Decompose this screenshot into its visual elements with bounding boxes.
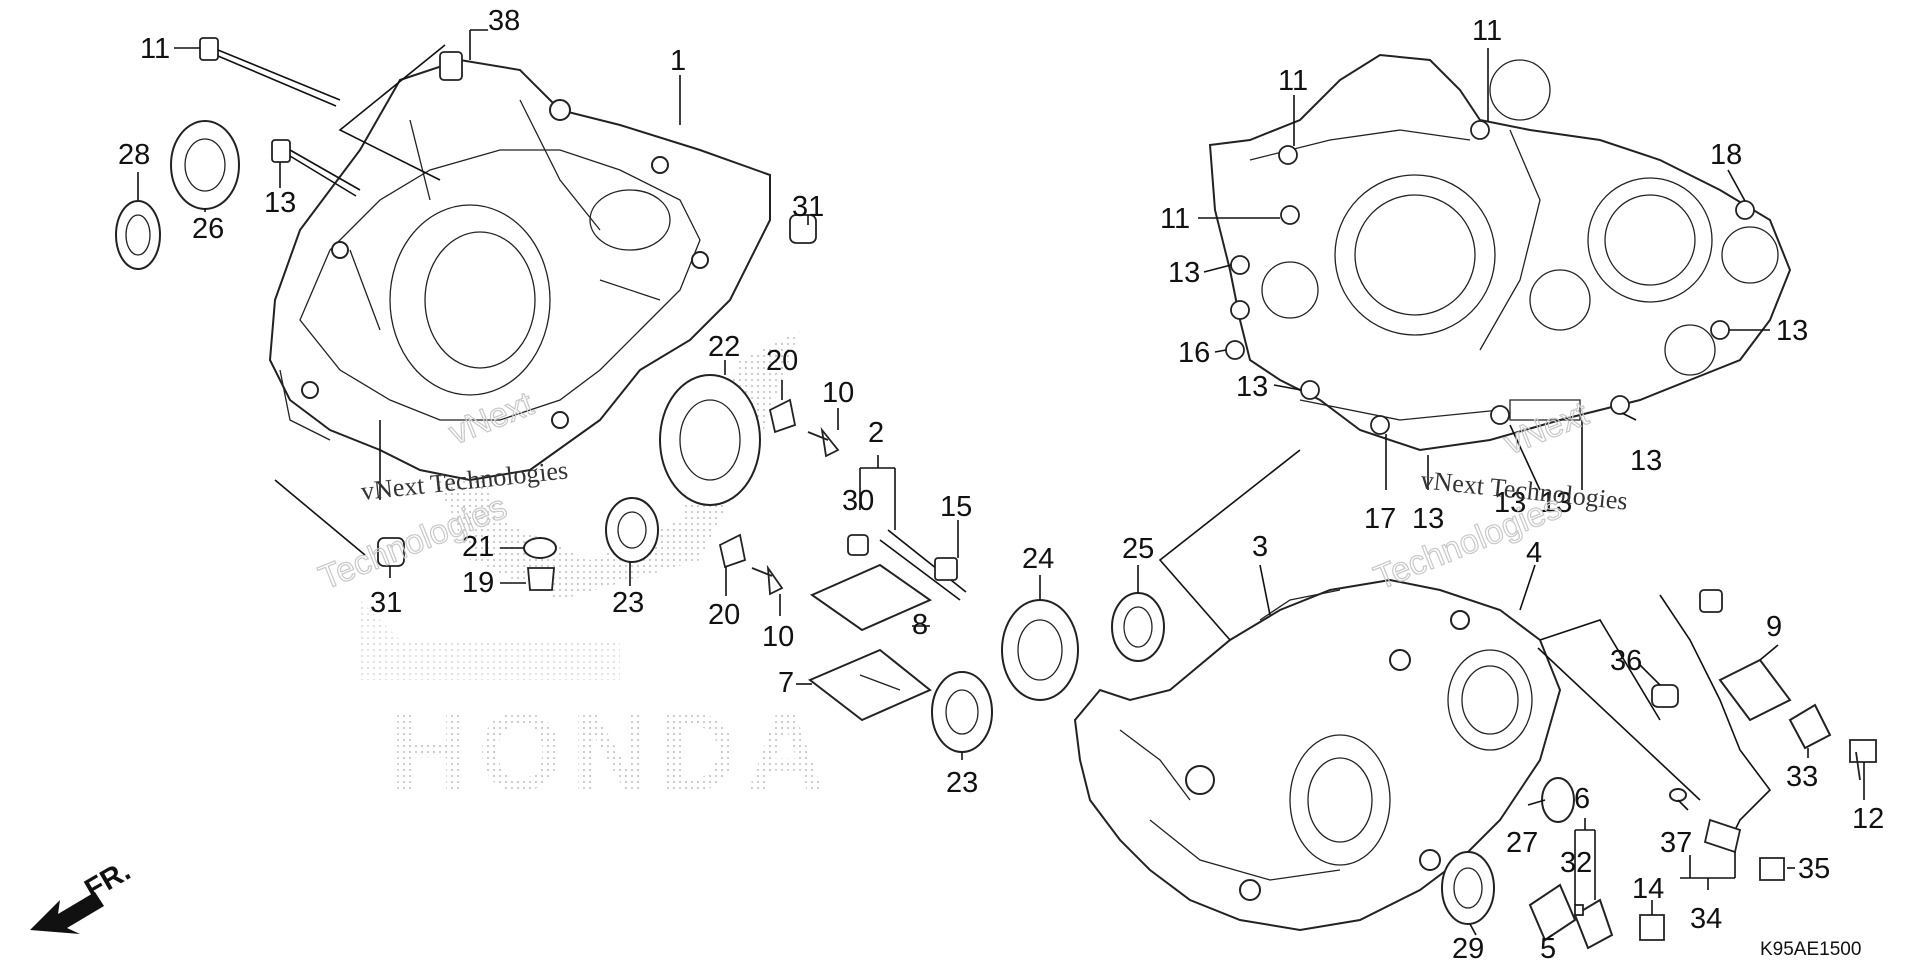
small-parts [115, 37, 1877, 950]
callout-20-lower: 20 [708, 599, 740, 631]
callout-35: 35 [1798, 853, 1830, 885]
callout-1: 1 [670, 45, 686, 77]
callout-24: 24 [1022, 543, 1054, 575]
callout-37: 37 [1660, 827, 1692, 859]
oil-seal-29 [1441, 851, 1495, 925]
oil-seal-28 [115, 200, 161, 270]
bolt-15 [934, 557, 958, 581]
callout-10-lower: 10 [762, 621, 794, 653]
dowel-pin-30 [847, 534, 869, 556]
setting-plate-20-b [718, 533, 747, 569]
callout-36: 36 [1610, 645, 1642, 677]
gasket-6 [1573, 898, 1614, 950]
callout-18: 18 [1710, 139, 1742, 171]
front-direction-indicator: FR. [30, 855, 136, 934]
callout-23: 23 [612, 587, 644, 619]
bolt-10-a [807, 426, 840, 458]
clamp-9 [1718, 658, 1792, 722]
callout-13-rc-f: 13 [1494, 487, 1526, 519]
setting-plate-20-a [768, 398, 797, 434]
callout-15: 15 [940, 491, 972, 523]
bolt-10-b [751, 564, 784, 596]
dowel-pin-31-b [377, 537, 405, 567]
callout-11-rc-c: 11 [1160, 203, 1190, 235]
bolt-12 [1849, 739, 1877, 781]
callout-13-rc-d: 13 [1630, 445, 1662, 477]
callout-13-rc-e: 13 [1412, 503, 1444, 535]
sensor-37 [1703, 818, 1742, 854]
gasket-8 [809, 563, 933, 632]
callout-32: 32 [1560, 847, 1592, 879]
callout-22: 22 [708, 331, 740, 363]
callout-33: 33 [1786, 761, 1818, 793]
callout-21: 21 [462, 531, 494, 563]
callout-9: 9 [1766, 611, 1782, 643]
callout-13-rc-b: 13 [1236, 371, 1268, 403]
callout-10: 10 [822, 377, 854, 409]
callout-30: 30 [842, 485, 874, 517]
oil-seal-27 [1541, 777, 1575, 823]
callout-8: 8 [912, 609, 928, 641]
bearing-23-a [605, 497, 659, 563]
callout-5: 5 [1540, 933, 1556, 960]
honda-logo-text: HONDA [390, 691, 833, 814]
oil-seal-26 [170, 120, 240, 210]
callout-3: 3 [1252, 531, 1268, 563]
oil-pipe-2 [879, 529, 967, 601]
oil-seal-25 [1111, 592, 1165, 662]
callout-23-lower: 23 [946, 767, 978, 799]
callout-13-rc-a: 13 [1168, 257, 1200, 289]
bolt-13 [271, 139, 361, 197]
bolt-14 [1639, 914, 1665, 941]
strainer-7 [808, 648, 932, 722]
callout-20: 20 [766, 345, 798, 377]
honda-logo-watermark: HONDA [360, 330, 833, 814]
bolt-11-long [199, 37, 341, 107]
sensor-wire-34 [1659, 594, 1772, 841]
left-crankcase [268, 58, 771, 482]
callout-13-rc-g: 13 [1540, 487, 1572, 519]
grommet-36 [1651, 684, 1679, 708]
callout-2: 2 [868, 417, 884, 449]
callout-28: 28 [118, 139, 150, 171]
callout-29: 29 [1452, 933, 1484, 960]
callout-11-rc-b: 11 [1472, 15, 1502, 47]
washer-21 [523, 537, 557, 559]
bolt-35 [1759, 857, 1785, 881]
bearing-24 [1001, 599, 1079, 701]
callout-13-rc-c: 13 [1776, 315, 1808, 347]
callout-38: 38 [488, 5, 520, 37]
callout-13: 13 [264, 187, 296, 219]
callout-31: 31 [792, 191, 824, 223]
callout-6: 6 [1574, 783, 1590, 815]
right-crankcase [1208, 53, 1792, 452]
callout-labels: 11 38 1 28 26 13 31 22 20 10 2 30 15 21 … [118, 5, 1884, 960]
pin-32 [1574, 904, 1584, 916]
front-arrow-icon [30, 892, 104, 934]
callout-4: 4 [1526, 537, 1542, 569]
callout-19: 19 [462, 567, 494, 599]
diagram-code: K95AE1500 [1760, 939, 1861, 960]
callout-34: 34 [1690, 903, 1722, 935]
drain-bolt-19 [527, 567, 555, 591]
clamp-33 [1788, 703, 1832, 750]
callout-17: 17 [1364, 503, 1396, 535]
callout-16: 16 [1178, 337, 1210, 369]
cover-5 [1528, 883, 1577, 942]
callout-27: 27 [1506, 827, 1538, 859]
callout-7: 7 [778, 667, 794, 699]
bearing-22 [659, 374, 761, 506]
callout-31-lower: 31 [370, 587, 402, 619]
callout-26: 26 [192, 213, 224, 245]
clip-38 [439, 51, 463, 81]
callout-25: 25 [1122, 533, 1154, 565]
callout-11-rc-a: 11 [1278, 65, 1308, 97]
leader-lines [137, 29, 1865, 941]
callout-12: 12 [1852, 803, 1884, 835]
callout-14: 14 [1632, 873, 1664, 905]
dowel-pin-31-a [789, 214, 817, 244]
callout-11: 11 [140, 33, 170, 65]
bearing-23-b [931, 671, 993, 753]
